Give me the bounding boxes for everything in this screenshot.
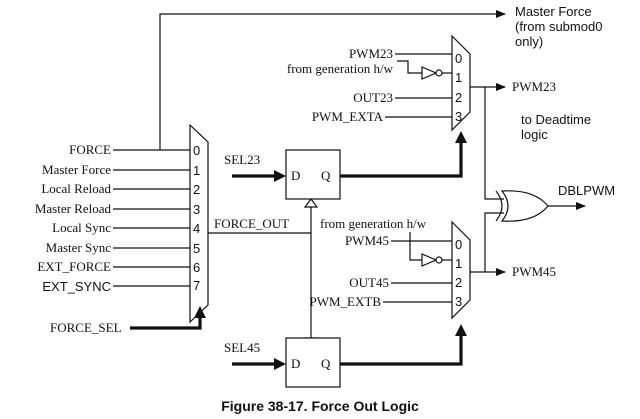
ff45-q-arrow: [455, 324, 467, 336]
mux45-inverter-bubble: [435, 256, 443, 264]
ff45: [285, 337, 341, 388]
master-force-label-line2: (from submod0: [515, 19, 602, 34]
sel45-arrow: [274, 358, 286, 370]
mux23-in0-label: PWM23: [349, 46, 393, 61]
mux23-gen-label: from generation h/w: [287, 61, 394, 76]
ff23-d-label: D: [291, 168, 300, 183]
force-sel-bus: [130, 316, 202, 330]
input-local-reload: Local Reload: [41, 181, 111, 196]
force-sel-arrow: [194, 306, 206, 318]
ff45-q-label: Q: [321, 356, 331, 371]
mux45-inverter: [421, 253, 438, 267]
mux23: [451, 34, 471, 132]
xor-gate: [495, 190, 549, 222]
dblpwm-label: DBLPWM: [558, 183, 615, 198]
ff23-q-label: Q: [321, 168, 331, 183]
main-mux-num-3: 3: [193, 202, 200, 217]
ff23-q-arrow: [455, 131, 467, 143]
input-master-force: Master Force: [42, 162, 111, 177]
ff45-q-bus: [340, 334, 463, 366]
mux45-in0-label: PWM45: [345, 233, 389, 248]
ff23-q-bus: [340, 141, 463, 178]
mux45-num-3: 3: [455, 294, 462, 309]
main-mux-input-numbers: 0 1 2 3 4 5 6 7: [193, 143, 200, 293]
main-mux-num-0: 0: [193, 143, 200, 158]
mux45-num-0: 0: [455, 237, 462, 252]
main-mux: [189, 123, 209, 324]
ff23: [285, 149, 341, 200]
mux45-in3-label: PWM_EXTB: [310, 294, 382, 309]
mux23-gen-wire: [397, 60, 422, 74]
mux45-num-1: 1: [455, 256, 462, 271]
input-force: FORCE: [69, 142, 111, 157]
mux23-num-2: 2: [455, 90, 462, 105]
input-ext-force: EXT_FORCE: [37, 259, 111, 274]
mux45-gen-label: from generation h/w: [320, 216, 427, 231]
xor-in-b-wire: [484, 212, 504, 272]
mux45-num-2: 2: [455, 275, 462, 290]
mux23-num-0: 0: [455, 51, 462, 66]
mux23-inverter: [421, 66, 438, 80]
main-mux-num-1: 1: [193, 163, 200, 178]
to-deadtime-line2: logic: [521, 127, 548, 142]
main-mux-num-2: 2: [193, 182, 200, 197]
xor-in-a-wire: [484, 87, 504, 200]
sel23-label: SEL23: [224, 152, 260, 167]
mux23-inverter-bubble: [435, 69, 443, 77]
mux23-in2-label: OUT23: [353, 90, 393, 105]
mux23-num-3: 3: [455, 109, 462, 124]
force-out-label: FORCE_OUT: [214, 216, 289, 231]
force-sel-label: FORCE_SEL: [50, 320, 122, 335]
main-mux-num-4: 4: [193, 221, 200, 236]
main-mux-input-wires: [113, 149, 190, 287]
pwm23-out-label: PWM23: [512, 79, 556, 94]
input-master-sync: Master Sync: [46, 240, 112, 255]
mux23-in3-label: PWM_EXTA: [312, 109, 384, 124]
figure-caption: Figure 38-17. Force Out Logic: [221, 398, 419, 414]
master-force-wire: [159, 10, 506, 150]
main-mux-num-5: 5: [193, 241, 200, 256]
main-mux-num-6: 6: [193, 260, 200, 275]
main-mux-num-7: 7: [193, 278, 200, 293]
ff45-d-label: D: [291, 356, 300, 371]
mux23-num-1: 1: [455, 70, 462, 85]
to-deadtime-line1: to Deadtime: [521, 112, 591, 127]
input-ext-sync: EXT_SYNC: [42, 279, 111, 294]
pwm45-out-label: PWM45: [512, 264, 556, 279]
input-local-sync: Local Sync: [52, 220, 111, 235]
ff23-clock-triangle: [303, 198, 319, 208]
mux45-gen-wire: [409, 232, 422, 261]
mux45: [451, 220, 471, 320]
input-master-reload: Master Reload: [35, 201, 112, 216]
sel23-arrow: [274, 170, 286, 182]
master-force-label-line3: only): [515, 34, 543, 49]
sel45-label: SEL45: [224, 340, 260, 355]
master-force-label-line1: Master Force: [515, 4, 592, 19]
mux45-in2-label: OUT45: [349, 275, 389, 290]
